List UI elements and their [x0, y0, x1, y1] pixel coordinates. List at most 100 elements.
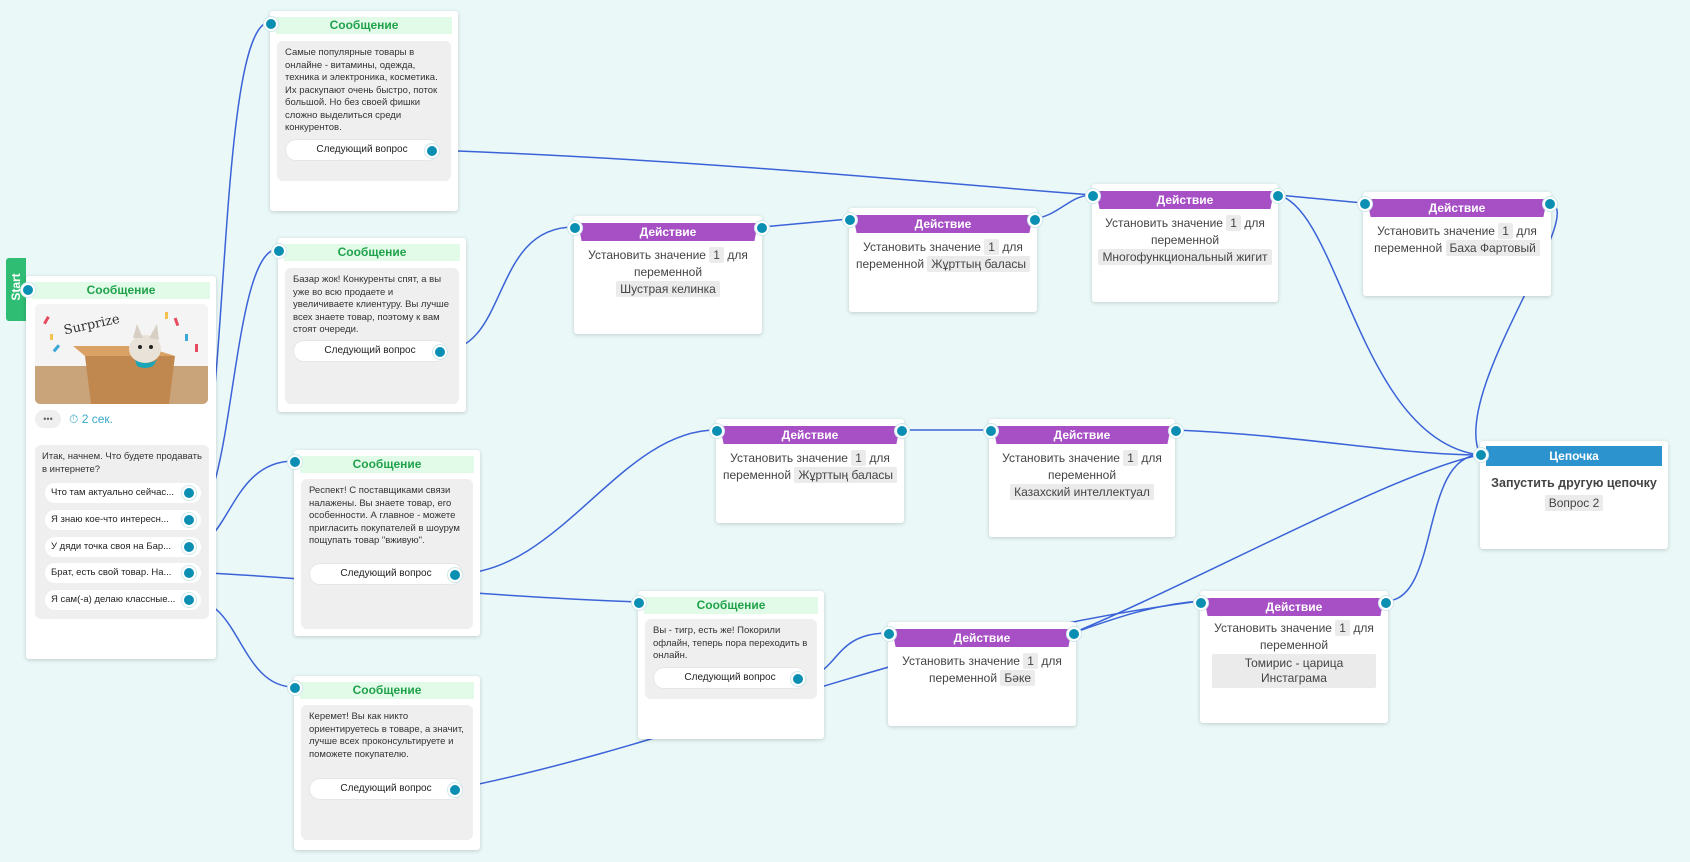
action-node-4[interactable]: Действие Установить значение 1 для перем… [1363, 192, 1551, 296]
node-header: Действие [892, 629, 1072, 647]
variable-name: Жұрттың баласы [794, 467, 898, 483]
message-text: Вы - тигр, есть же! Покорили офлайн, теп… [653, 625, 808, 661]
next-question-button[interactable]: Следующий вопрос [310, 779, 462, 799]
typing-indicator: ••• [35, 410, 61, 428]
wire [1174, 429, 1481, 456]
variable-name: Казахский интеллектуал [1010, 484, 1154, 500]
output-port[interactable] [1379, 596, 1393, 610]
output-port[interactable] [182, 540, 196, 554]
wire [1385, 454, 1481, 602]
node-header: Действие [1204, 598, 1384, 616]
action-description: Установить значение 1 для переменной Бах… [1369, 223, 1545, 257]
message-node-popular[interactable]: Сообщение Самые популярные товары в онла… [270, 11, 458, 211]
action-node-8[interactable]: Действие Установить значение 1 для перем… [1200, 591, 1388, 723]
action-node-5[interactable]: Действие Установить значение 1 для перем… [716, 419, 904, 523]
variable-name: Жұрттың баласы [927, 256, 1031, 272]
variable-name: Томирис - царица Инстаграма [1212, 654, 1376, 688]
action-description: Установить значение 1 для переменной Том… [1206, 620, 1382, 688]
answer-option-2[interactable]: Я знаю кое-что интересн... [45, 510, 201, 530]
output-port[interactable] [1271, 189, 1285, 203]
node-header: Действие [993, 426, 1171, 444]
node-header: Сообщение [276, 17, 452, 34]
wire [454, 429, 717, 575]
stopwatch-icon: ⏱ [69, 412, 79, 426]
chain-node[interactable]: Цепочка Запустить другую цепочку Вопрос … [1480, 441, 1668, 549]
action-node-7[interactable]: Действие Установить значение 1 для перем… [888, 622, 1076, 726]
action-node-3[interactable]: Действие Установить значение 1 для перем… [1092, 184, 1278, 302]
chain-target: Вопрос 2 [1544, 495, 1604, 511]
variable-name: Шустрая келинка [616, 281, 720, 297]
node-header: Действие [1096, 191, 1274, 209]
delay-text: 2 сек. [81, 412, 113, 426]
action-node-2[interactable]: Действие Установить значение 1 для перем… [849, 208, 1037, 312]
action-description: Установить значение 1 для переменной Жұр… [855, 239, 1031, 273]
output-port[interactable] [425, 144, 439, 158]
next-question-button[interactable]: Следующий вопрос [654, 668, 806, 688]
answer-option-5[interactable]: Я сам(-а) делаю классные... [45, 590, 201, 610]
input-port[interactable] [272, 244, 286, 258]
message-text: Керемет! Вы как никто ориентируетесь в т… [309, 711, 464, 760]
variable-name: Многофункциональный жигит [1098, 249, 1272, 265]
action-description: Установить значение 1 для переменной Каз… [1002, 450, 1162, 500]
next-question-button[interactable]: Следующий вопрос [294, 341, 446, 361]
message-node-respect[interactable]: Сообщение Респект! С поставщиками связи … [294, 450, 480, 636]
answer-option-4[interactable]: Брат, есть свой товар. На... [45, 563, 201, 583]
input-port[interactable] [843, 213, 857, 227]
input-port[interactable] [710, 424, 724, 438]
message-node-bazar[interactable]: Сообщение Базар жок! Конкуренты спят, а … [278, 238, 466, 412]
message-node-tiger[interactable]: Сообщение Вы - тигр, есть же! Покорили о… [638, 591, 824, 739]
node-header: Действие [853, 215, 1033, 233]
answer-option-3[interactable]: У дяди точка своя на Бар... [45, 537, 201, 557]
wire [454, 600, 1201, 790]
surprise-image: Surprize [35, 304, 208, 404]
output-port[interactable] [791, 672, 805, 686]
input-port[interactable] [984, 424, 998, 438]
input-port[interactable] [1358, 197, 1372, 211]
node-header: Сообщение [300, 456, 474, 473]
surprise-dog-in-box-image: Surprize [43, 312, 198, 404]
input-port[interactable] [264, 17, 278, 31]
action-description: Установить значение 1 для переменной Жұр… [722, 450, 898, 484]
question-bubble: Итак, начнем. Что будете продавать в инт… [35, 445, 209, 619]
node-header: Сообщение [284, 244, 460, 261]
output-port[interactable] [448, 783, 462, 797]
next-question-button[interactable]: Следующий вопрос [286, 140, 438, 160]
output-port[interactable] [182, 593, 196, 607]
input-port[interactable] [632, 596, 646, 610]
output-port[interactable] [1028, 213, 1042, 227]
output-port[interactable] [433, 345, 447, 359]
action-description: Установить значение 1 для переменной Шус… [588, 247, 748, 297]
output-port[interactable] [895, 424, 909, 438]
message-text: Респект! С поставщиками связи налажены. … [309, 485, 460, 546]
chain-title: Запустить другую цепочку [1491, 476, 1657, 490]
start-tab[interactable]: Start [6, 258, 26, 321]
node-header: Сообщение [32, 282, 210, 299]
input-port[interactable] [1194, 596, 1208, 610]
output-port[interactable] [1543, 197, 1557, 211]
input-port[interactable] [568, 221, 582, 235]
output-port[interactable] [1169, 424, 1183, 438]
output-port[interactable] [448, 568, 462, 582]
answer-option-1[interactable]: Что там актуально сейчас... [45, 483, 201, 503]
wire [761, 218, 850, 228]
input-port[interactable] [288, 455, 302, 469]
output-port[interactable] [1067, 627, 1081, 641]
svg-text:Surprize: Surprize [62, 312, 121, 339]
input-port[interactable] [1086, 189, 1100, 203]
output-port[interactable] [182, 513, 196, 527]
message-node-keremet[interactable]: Сообщение Керемет! Вы как никто ориентир… [294, 676, 480, 850]
input-port[interactable] [882, 627, 896, 641]
input-port[interactable] [21, 283, 35, 297]
action-node-1[interactable]: Действие Установить значение 1 для перем… [574, 216, 762, 334]
action-node-6[interactable]: Действие Установить значение 1 для перем… [989, 419, 1175, 537]
input-port[interactable] [288, 681, 302, 695]
question-text: Итак, начнем. Что будете продавать в инт… [42, 451, 202, 475]
wire [1072, 600, 1201, 634]
input-port[interactable] [1474, 448, 1488, 462]
next-question-button[interactable]: Следующий вопрос [310, 564, 462, 584]
output-port[interactable] [182, 566, 196, 580]
wire [431, 149, 1093, 196]
output-port[interactable] [755, 221, 769, 235]
wire [1033, 194, 1093, 220]
output-port[interactable] [182, 486, 196, 500]
